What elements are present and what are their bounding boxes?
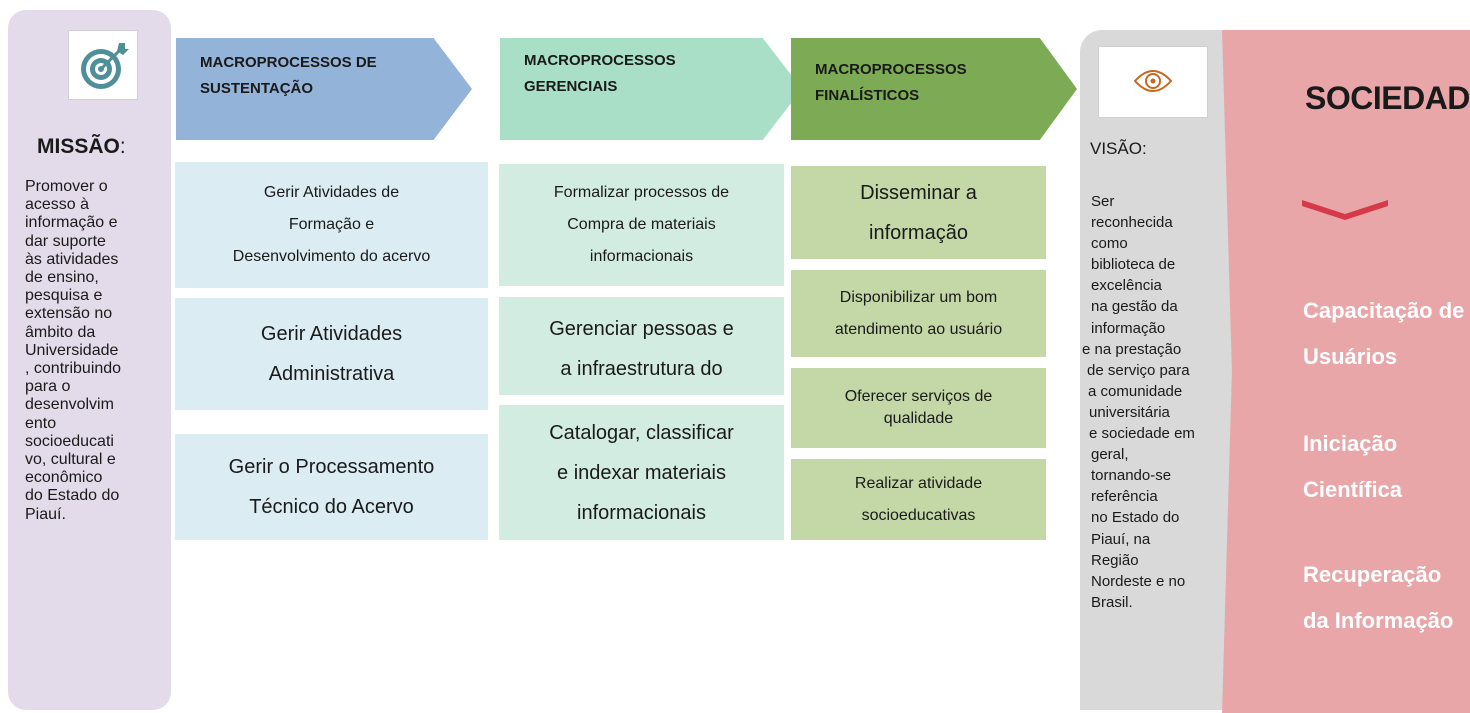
vision-line: biblioteca de (1091, 256, 1176, 274)
sociedade-title: SOCIEDADE (1305, 80, 1470, 116)
vision-text: Ser reconhecida como biblioteca de excel… (1080, 191, 1232, 613)
process-box: Disponibilizar um bom atendimento ao usu… (791, 270, 1046, 357)
sociedade-item: Recuperação da Informação (1303, 562, 1454, 633)
gerenciais-header: MACROPROCESSOS GERENCIAIS (524, 52, 676, 95)
vision-line: como (1091, 235, 1128, 253)
process-box: Gerir Atividades de Formação e Desenvolv… (175, 162, 488, 288)
finalisticos-header-arrow (791, 38, 1077, 140)
vision-line: excelência (1091, 277, 1162, 295)
vision-panel (1080, 30, 1232, 710)
vision-line: no Estado do (1091, 509, 1180, 527)
eye-icon (1098, 46, 1208, 118)
vision-title: VISÃO: (1090, 139, 1147, 158)
finalisticos-header: MACROPROCESSOS FINALÍSTICOS (815, 61, 967, 104)
vision-line: Região (1091, 551, 1139, 569)
mission-panel (8, 10, 171, 710)
process-box: Gerenciar pessoas e a infraestrutura do (499, 297, 784, 395)
mission-text: Promover o acesso à informação e dar sup… (25, 178, 122, 523)
vision-line: reconhecida (1091, 214, 1173, 232)
vision-line: universitária (1089, 403, 1170, 421)
process-box: Oferecer serviços de qualidade (791, 368, 1046, 448)
sociedade-item: Capacitação de Usuários (1303, 298, 1465, 369)
vision-line: a comunidade (1088, 382, 1183, 400)
sociedade-panel (1222, 30, 1470, 713)
vision-line: Piauí, na (1091, 530, 1151, 548)
vision-line: Brasil. (1091, 593, 1133, 611)
process-box: Gerir o Processamento Técnico do Acervo (175, 434, 488, 540)
sustentacao-header-arrow (176, 38, 472, 140)
vision-line: tornando-se (1091, 467, 1172, 485)
process-box: Disseminar a informação (791, 166, 1046, 259)
vision-line: informação (1091, 319, 1166, 337)
gerenciais-header-arrow (500, 38, 802, 140)
sociedade-item: Iniciação Científica (1303, 431, 1403, 502)
vision-line: Ser (1091, 193, 1115, 210)
process-box: Catalogar, classificar e indexar materia… (499, 405, 784, 540)
sustentacao-header: MACROPROCESSOS DE SUSTENTAÇÃO (200, 54, 377, 97)
process-box: Formalizar processos de Compra de materi… (499, 164, 784, 286)
vision-line: e na prestação (1082, 340, 1182, 358)
vision-line: na gestão da (1091, 298, 1178, 316)
target-icon (68, 30, 138, 100)
vision-line: geral, (1091, 446, 1129, 464)
process-box: Realizar atividade socioeducativas (791, 459, 1046, 540)
process-box: Gerir Atividades Administrativa (175, 298, 488, 410)
chevron-down-icon (1302, 200, 1388, 220)
vision-line: de serviço para (1087, 361, 1190, 379)
vision-line: Nordeste e no (1091, 572, 1186, 590)
vision-line: referência (1091, 488, 1158, 506)
vision-line: e sociedade em (1089, 425, 1195, 443)
mission-title: MISSÃO: (37, 135, 126, 158)
